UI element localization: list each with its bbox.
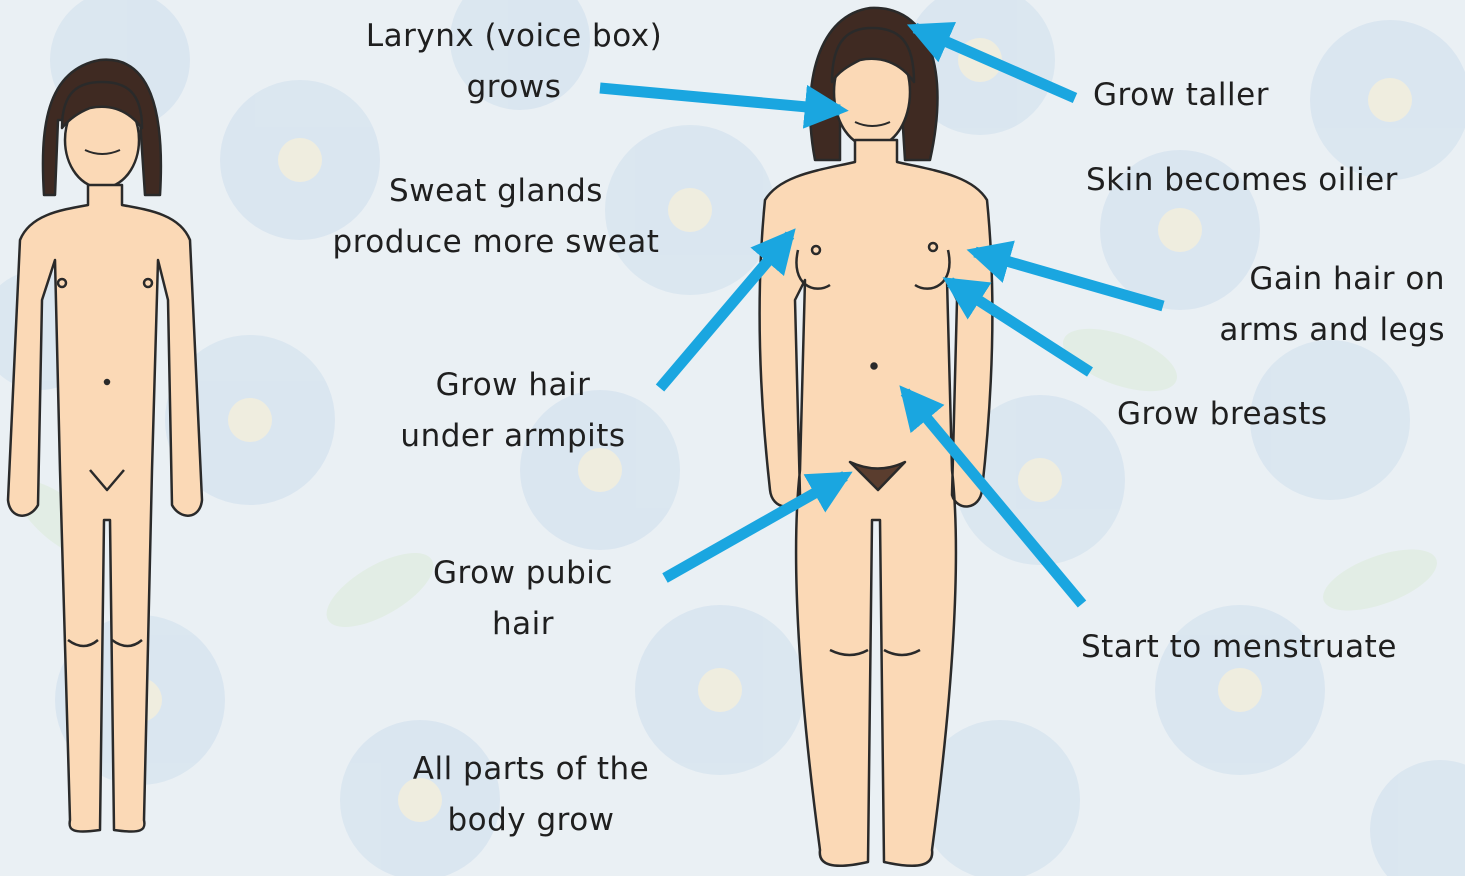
label-oily-skin-line1: Skin becomes oilier [1086,155,1398,206]
label-breasts: Grow breasts [1117,389,1328,440]
label-breasts-line1: Grow breasts [1117,389,1328,440]
label-sweat: Sweat glands produce more sweat [333,166,660,268]
label-arm-leg-hair-line1: Gain hair on [1219,254,1445,305]
label-menstruate-line1: Start to menstruate [1081,622,1397,673]
arrow-taller [915,28,1075,98]
arrow-arm-leg-hair [975,252,1163,306]
label-arm-leg-hair-line2: arms and legs [1219,305,1445,356]
label-sweat-line2: produce more sweat [333,217,660,268]
label-all-parts-line2: body grow [413,795,649,846]
child-body [8,185,202,832]
label-pubic-hair-line2: hair [433,599,613,650]
label-armpit-hair: Grow hair under armpits [400,360,625,462]
woman-figure [760,8,993,866]
label-larynx-line1: Larynx (voice box) [366,11,662,62]
child-figure [8,60,202,832]
label-all-parts: All parts of the body grow [413,744,649,846]
label-arm-leg-hair: Gain hair on arms and legs [1219,254,1445,356]
label-taller: Grow taller [1093,70,1269,121]
label-pubic-hair-line1: Grow pubic [433,548,613,599]
label-armpit-hair-line1: Grow hair [400,360,625,411]
label-taller-line1: Grow taller [1093,70,1269,121]
label-menstruate: Start to menstruate [1081,622,1397,673]
label-sweat-line1: Sweat glands [333,166,660,217]
label-pubic-hair: Grow pubic hair [433,548,613,650]
label-larynx: Larynx (voice box) grows [366,11,662,113]
label-oily-skin: Skin becomes oilier [1086,155,1398,206]
label-armpit-hair-line2: under armpits [400,411,625,462]
label-all-parts-line1: All parts of the [413,744,649,795]
label-larynx-line2: grows [366,62,662,113]
